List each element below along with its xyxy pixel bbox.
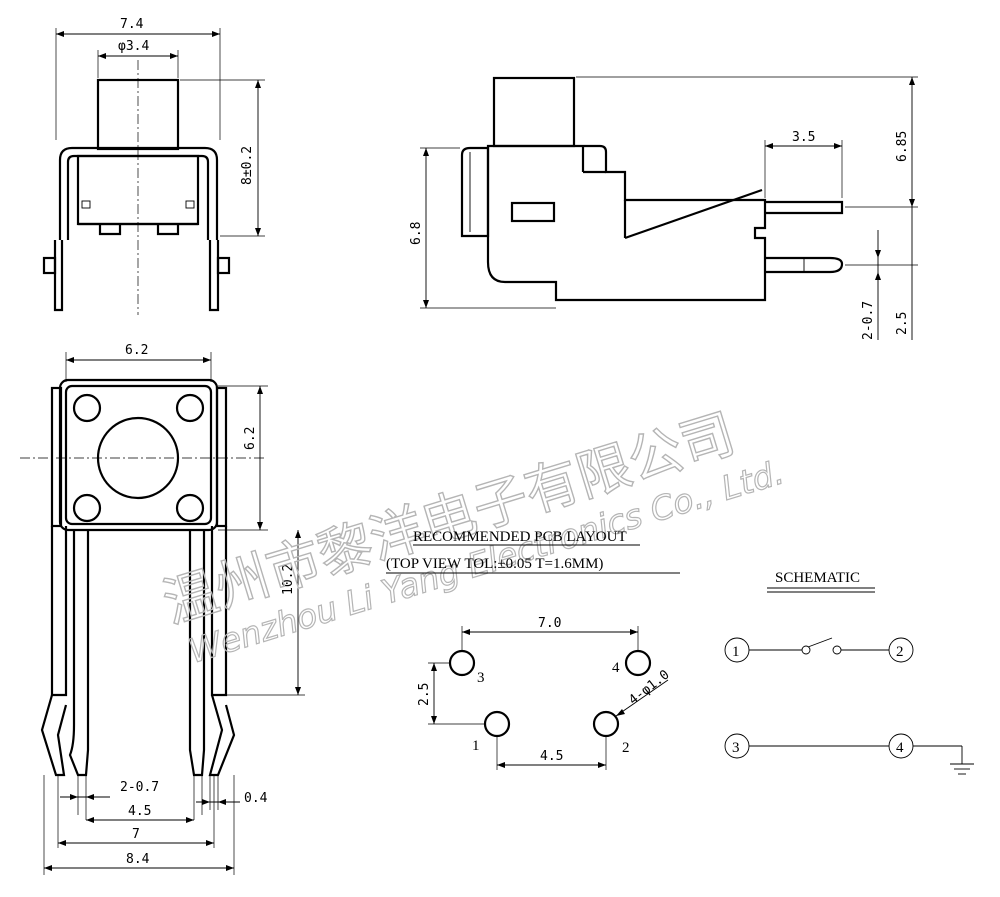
schematic-pin-3: 3 [732, 740, 740, 756]
dim-stem-dia: φ3.4 [118, 39, 149, 54]
dim-bottom-thick: 0.4 [244, 791, 268, 806]
dim-bottom-pitch: 4.5 [128, 804, 151, 819]
pcb-dim-bottom-width: 4.5 [540, 749, 563, 764]
schematic-title: SCHEMATIC [775, 570, 860, 586]
front-view: 7.4 φ3.4 8±0.2 [42, 17, 265, 315]
dim-bottom-total: 8.4 [126, 852, 150, 867]
side-view: 6.85 3.5 6.8 2.5 2-0.7 [409, 76, 918, 340]
pcb-pin-3: 3 [477, 670, 485, 686]
dim-side-total: 6.85 [895, 131, 910, 162]
dim-bottom-lead-w: 2-0.7 [120, 780, 159, 795]
dim-side-lead-pitch: 2.5 [895, 312, 910, 335]
schematic-pin-4: 4 [896, 740, 904, 756]
dim-front-width: 7.4 [120, 17, 144, 32]
schematic-pin-1: 1 [732, 644, 740, 660]
pcb-pin-1: 1 [472, 738, 480, 754]
schematic-pin-2: 2 [896, 644, 904, 660]
pcb-subtitle: (TOP VIEW TOL:±0.05 T=1.6MM) [386, 556, 603, 572]
dim-top-height: 6.2 [243, 427, 258, 450]
pcb-dim-width: 7.0 [538, 616, 561, 631]
dim-top-width: 6.2 [125, 343, 148, 358]
pcb-dim-height: 2.5 [417, 683, 432, 706]
pcb-pin-4: 4 [612, 660, 620, 676]
dim-side-lead-w: 2-0.7 [861, 301, 876, 340]
dim-front-height: 8±0.2 [240, 146, 255, 185]
dim-bottom-outer: 7 [132, 827, 140, 842]
pcb-pin-2: 2 [622, 740, 630, 756]
pcb-title: RECOMMENDED PCB LAYOUT [413, 529, 627, 545]
dim-side-height: 6.8 [409, 222, 424, 245]
top-view: 6.2 6.2 10.2 2-0.7 4.5 7 [20, 343, 305, 875]
dim-side-lead-len: 3.5 [792, 130, 815, 145]
pcb-layout: RECOMMENDED PCB LAYOUT (TOP VIEW TOL:±0.… [386, 529, 680, 770]
schematic: SCHEMATIC 1 2 3 4 [724, 570, 974, 775]
dim-top-lead-len: 10.2 [281, 564, 296, 595]
